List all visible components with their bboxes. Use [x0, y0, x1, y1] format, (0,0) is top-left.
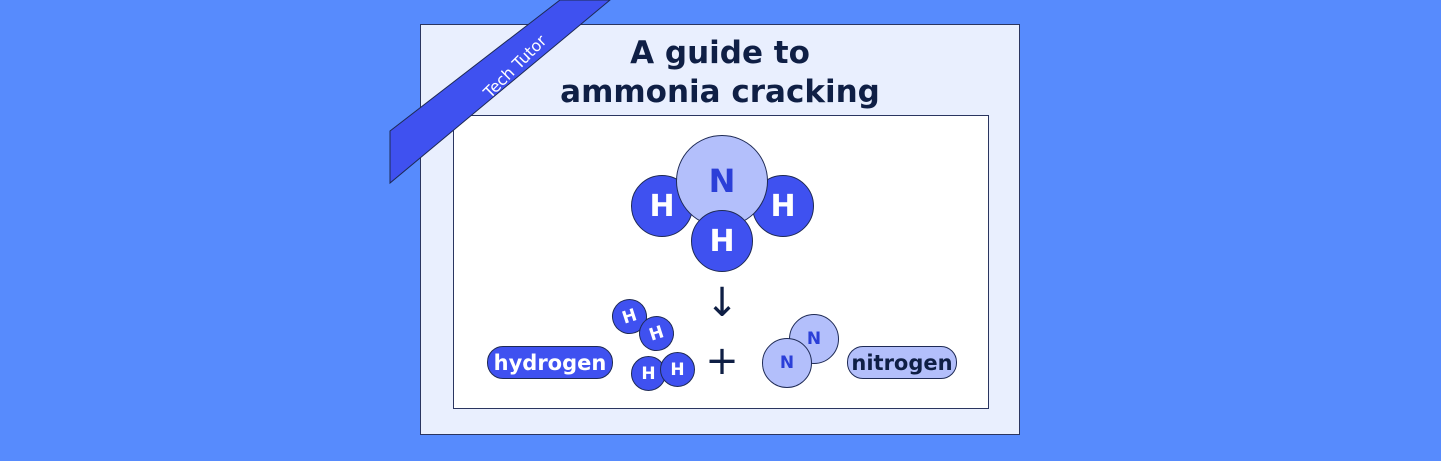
diagram-panel: H H N H ↓ hydrogen H H H H + N N nitroge… [453, 115, 989, 409]
title-line-2: ammonia cracking [560, 74, 880, 110]
nitrogen-label: nitrogen [847, 346, 957, 379]
hydrogen-label: hydrogen [487, 346, 613, 379]
h2-atom-4: H [660, 352, 695, 387]
hydrogen-atom-right: H [752, 175, 814, 237]
title-line-1: A guide to [630, 35, 810, 71]
plus-sign: + [705, 338, 739, 384]
n2-atom-2: N [762, 338, 812, 388]
hydrogen-atom-bottom: H [691, 210, 753, 272]
guide-card: A guide to ammonia cracking H H N H ↓ hy… [420, 24, 1020, 435]
reaction-arrow: ↓ [705, 280, 739, 326]
